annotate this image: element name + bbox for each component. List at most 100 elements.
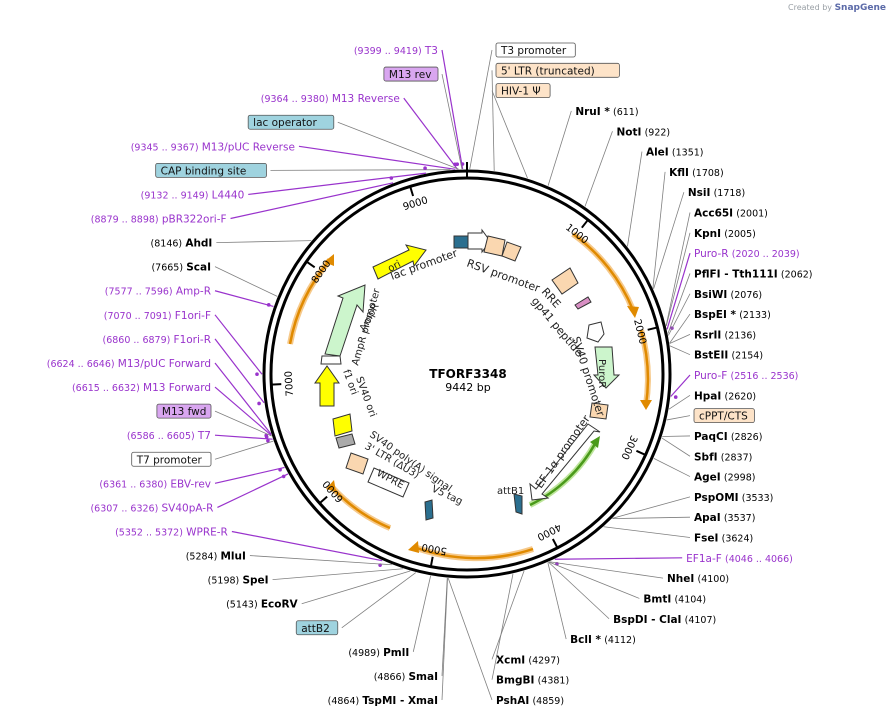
label-puror: PuroR [596, 359, 607, 388]
map-label-kpni[interactable]: KpnI (2005) [694, 228, 756, 240]
map-label-smai[interactable]: (4866) SmaI [374, 671, 438, 683]
leader-bmti [548, 561, 640, 599]
leader-xcmi [491, 570, 525, 660]
map-label-f1ori-f[interactable]: (7070 .. 7091) F1ori-F [104, 310, 211, 322]
leader-ahdi [216, 240, 312, 243]
map-label-pspomi[interactable]: PspOMI (3533) [694, 492, 773, 504]
map-label-bcli[interactable]: BclI * (4112) [570, 634, 636, 646]
tick-label-5000: 5000 [421, 541, 448, 557]
map-label-ecorv[interactable]: (5143) EcoRV [226, 599, 298, 611]
leader-ecorv [301, 570, 411, 605]
map-label-kfli[interactable]: KflI (1708) [669, 167, 724, 179]
orange-arrow-2500-core [639, 329, 650, 406]
map-label-f1ori-r[interactable]: (6860 .. 6879) F1ori-R [102, 334, 211, 346]
map-label-puro-f[interactable]: Puro-F (2516 .. 2536) [694, 370, 798, 382]
map-label-m13-puc-forward[interactable]: (6624 .. 6646) M13/pUC Forward [47, 358, 211, 370]
map-label-bspdi[interactable]: BspDI - ClaI (4107) [613, 614, 716, 626]
map-label-sbfi[interactable]: SbfI (2837) [694, 451, 752, 463]
map-label-cppt-cts[interactable]: cPPT/CTS [693, 408, 755, 424]
map-label-xcmi[interactable]: XcmI (4297) [496, 654, 560, 666]
map-label-agei[interactable]: AgeI (2998) [694, 472, 755, 484]
map-label-nrui[interactable]: NruI * (611) [575, 106, 638, 118]
orange-arrowhead-2500 [640, 400, 652, 410]
map-label-wpre-r[interactable]: (5352 .. 5372) WPRE-R [115, 526, 228, 538]
map-label-bmti[interactable]: BmtI (4104) [643, 593, 706, 605]
map-label-sv40pa-r[interactable]: (6307 .. 6326) SV40pA-R [90, 502, 213, 514]
leader-amp-r [214, 290, 274, 308]
map-label-spei[interactable]: (5198) SpeI [208, 575, 269, 587]
map-label-attb2[interactable]: attB2 [295, 620, 339, 636]
map-label-pshai[interactable]: PshAI (4859) [496, 695, 564, 707]
leader-attb2 [341, 572, 417, 629]
label-text: PshAI (4859) [496, 695, 564, 707]
map-label-pbr322ori-f[interactable]: (8879 .. 8898) pBR322ori-F [91, 214, 227, 226]
orange-arrowhead-1000 [627, 306, 639, 318]
map-label-noti[interactable]: NotI (922) [616, 126, 670, 138]
leader-sv40pa-r [217, 473, 289, 508]
leader-ef1a-f [554, 557, 683, 560]
map-label-m13-fwd[interactable]: M13 fwd [156, 403, 212, 419]
map-label-alei[interactable]: AleI (1351) [646, 147, 704, 159]
map-label-5-ltr-truncated[interactable]: 5' LTR (truncated) [495, 62, 620, 78]
map-label-ahdi[interactable]: (8146) AhdI [151, 238, 213, 250]
orange-arrow-4500-core [413, 545, 534, 560]
leader-nhei [549, 561, 664, 579]
map-label-scai[interactable]: (7665) ScaI [151, 262, 211, 274]
label-text: (4989) PmlI [348, 647, 409, 659]
leader-hpai [668, 394, 691, 410]
feature-rre-box [551, 267, 579, 295]
leader-bcli [547, 562, 567, 640]
label-text: Puro-R (2020 .. 2039) [694, 248, 800, 260]
map-label-tspmi[interactable]: (4864) TspMI - XmaI [328, 695, 438, 707]
map-label-puro-r[interactable]: Puro-R (2020 .. 2039) [694, 248, 800, 260]
feature-3ltr-box [345, 452, 369, 475]
map-label-bspei[interactable]: BspEI * (2133) [694, 309, 771, 321]
tick-1000 [581, 219, 589, 229]
map-label-ebv-rev[interactable]: (6361 .. 6380) EBV-rev [99, 478, 211, 490]
label-text: M13 rev [389, 69, 432, 81]
map-label-hiv-1[interactable]: HIV-1 Ψ [495, 83, 551, 99]
map-label-m13-reverse[interactable]: (9364 .. 9380) M13 Reverse [261, 93, 400, 105]
label-text: XcmI (4297) [496, 654, 560, 666]
feature-v5-tag [424, 499, 434, 521]
map-label-bsiwi[interactable]: BsiWI (2076) [694, 289, 762, 301]
map-label-ef1a-f[interactable]: EF1a-F (4046 .. 4066) [686, 553, 793, 565]
leader-cppt-cts [666, 415, 691, 421]
map-label-apai[interactable]: ApaI (3537) [694, 512, 755, 524]
label-text: NsiI (1718) [688, 187, 745, 199]
leader-pflfi [667, 273, 691, 334]
map-label-pflfi[interactable]: PflFI - Tth111I (2062) [694, 268, 813, 280]
map-label-cap-binding-site[interactable]: CAP binding site [155, 162, 267, 178]
map-label-acc65i[interactable]: Acc65I (2001) [694, 208, 768, 220]
map-label-fsei[interactable]: FseI (3624) [694, 533, 753, 545]
map-label-m13-forward[interactable]: (6615 .. 6632) M13 Forward [72, 382, 211, 394]
label-box [155, 162, 267, 178]
leader-kfli [652, 171, 666, 288]
map-label-bmgbi[interactable]: BmgBI (4381) [496, 675, 569, 687]
map-label-paqci[interactable]: PaqCI (2826) [694, 431, 762, 443]
primer-mark-amp-r [266, 303, 271, 307]
map-label-rsrii[interactable]: RsrII (2136) [694, 329, 756, 341]
map-label-t7[interactable]: (6586 .. 6605) T7 [127, 430, 211, 442]
map-label-pmli[interactable]: (4989) PmlI [348, 647, 409, 659]
label-box [383, 66, 439, 82]
map-label-mlui[interactable]: (5284) MluI [186, 551, 246, 563]
leader-rsrii [669, 334, 691, 344]
label-text: (5198) SpeI [208, 575, 269, 587]
map-label-t3-promoter[interactable]: T3 promoter [495, 42, 576, 58]
map-label-nhei[interactable]: NheI (4100) [667, 573, 729, 585]
map-label-t3[interactable]: (9399 .. 9419) T3 [354, 45, 438, 57]
map-label-l4440[interactable]: (9132 .. 9149) L4440 [141, 189, 245, 201]
leader-sbfi [661, 437, 691, 457]
map-label-nsii[interactable]: NsiI (1718) [688, 187, 745, 199]
map-label-bsteii[interactable]: BstEII (2154) [694, 350, 763, 362]
map-label-amp-r[interactable]: (7577 .. 7596) Amp-R [105, 286, 211, 298]
map-label-lac-operator[interactable]: lac operator [247, 114, 335, 130]
map-label-t7-promoter[interactable]: T7 promoter [131, 451, 212, 467]
map-label-hpai[interactable]: HpaI (2620) [694, 390, 756, 402]
map-label-m13-rev[interactable]: M13 rev [383, 66, 439, 82]
feature-gp41-marker [574, 296, 592, 310]
plasmid-size: 9442 bp [445, 381, 490, 394]
primer-mark-ebv-rev [278, 467, 282, 472]
map-label-m13-puc-reverse[interactable]: (9345 .. 9367) M13/pUC Reverse [131, 141, 295, 153]
